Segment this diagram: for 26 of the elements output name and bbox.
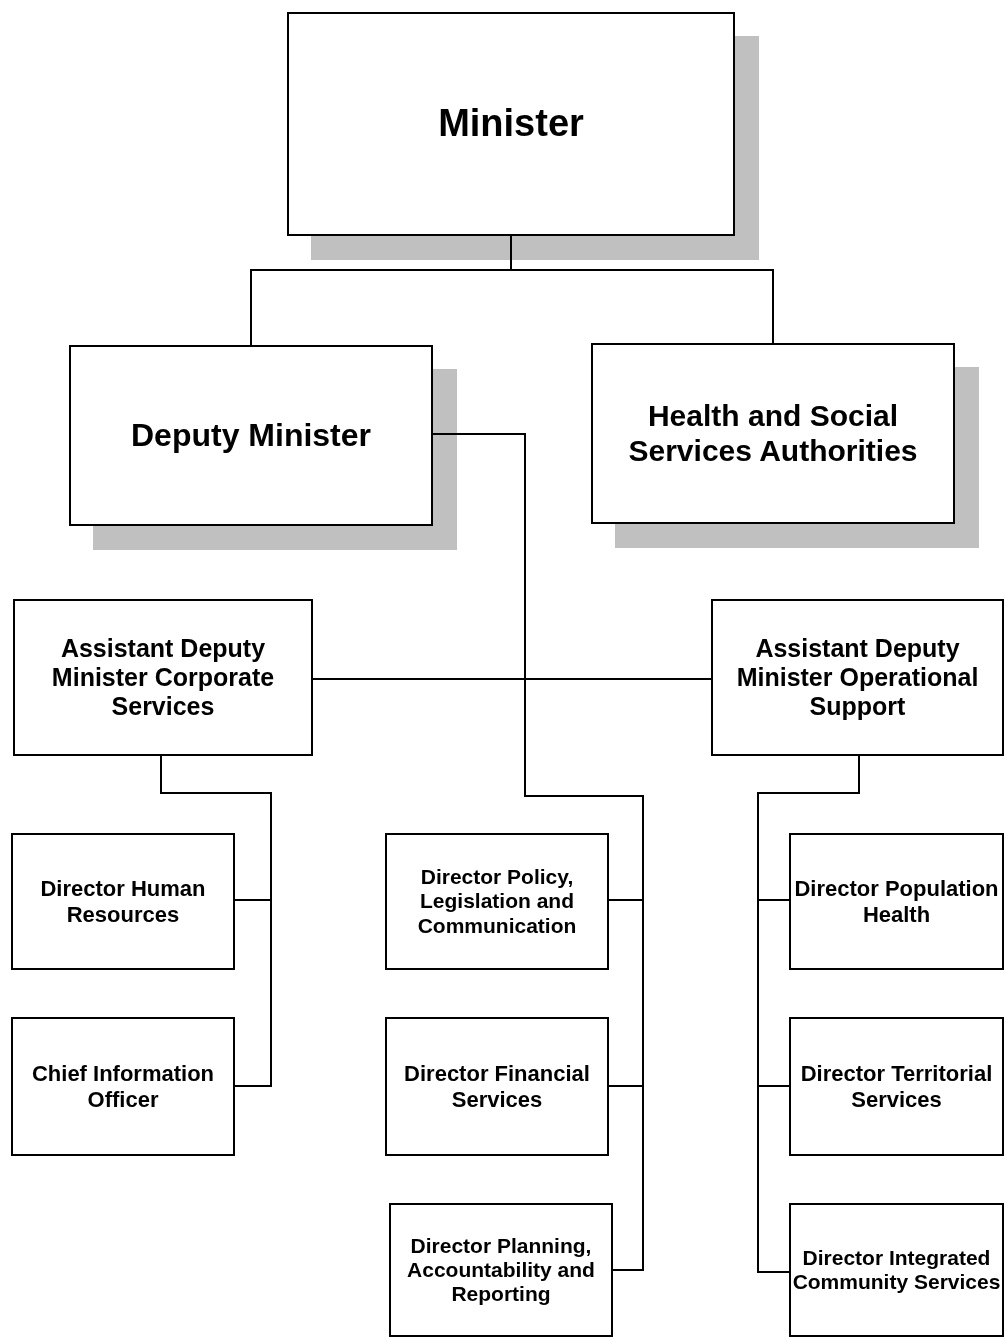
role-title: Health and Social Services Authorities xyxy=(627,399,919,468)
role-title: Director Financial Services xyxy=(403,1061,591,1112)
role-title: Minister xyxy=(438,102,584,146)
org-box xyxy=(789,1203,1004,1337)
org-box xyxy=(789,833,1004,970)
role-title: Director Planning, Accountability and Reporting xyxy=(406,1233,596,1307)
role-title: Director Policy, Legislation and Communication xyxy=(416,865,578,938)
role-title: Director Territorial Services xyxy=(799,1061,994,1112)
role-title: Assistant Deputy Minister Corporate Services xyxy=(50,634,276,721)
org-box xyxy=(11,833,235,970)
role-title: Director Human Resources xyxy=(39,876,207,927)
org-box xyxy=(385,1017,609,1156)
org-box xyxy=(287,12,735,236)
role-title: Assistant Deputy Minister Operational Support xyxy=(735,634,980,721)
org-box xyxy=(69,345,433,526)
role-title: Chief Information Officer xyxy=(30,1061,216,1112)
org-box xyxy=(711,599,1004,756)
org-box xyxy=(385,833,609,970)
role-title: Director Integrated Community Services xyxy=(791,1245,1002,1295)
org-box xyxy=(11,1017,235,1156)
org-box xyxy=(389,1203,613,1337)
org-box xyxy=(13,599,313,756)
role-title: Deputy Minister xyxy=(131,417,371,454)
org-box xyxy=(591,343,955,524)
org-box xyxy=(789,1017,1004,1156)
role-title: Director Population Health xyxy=(793,876,1000,927)
